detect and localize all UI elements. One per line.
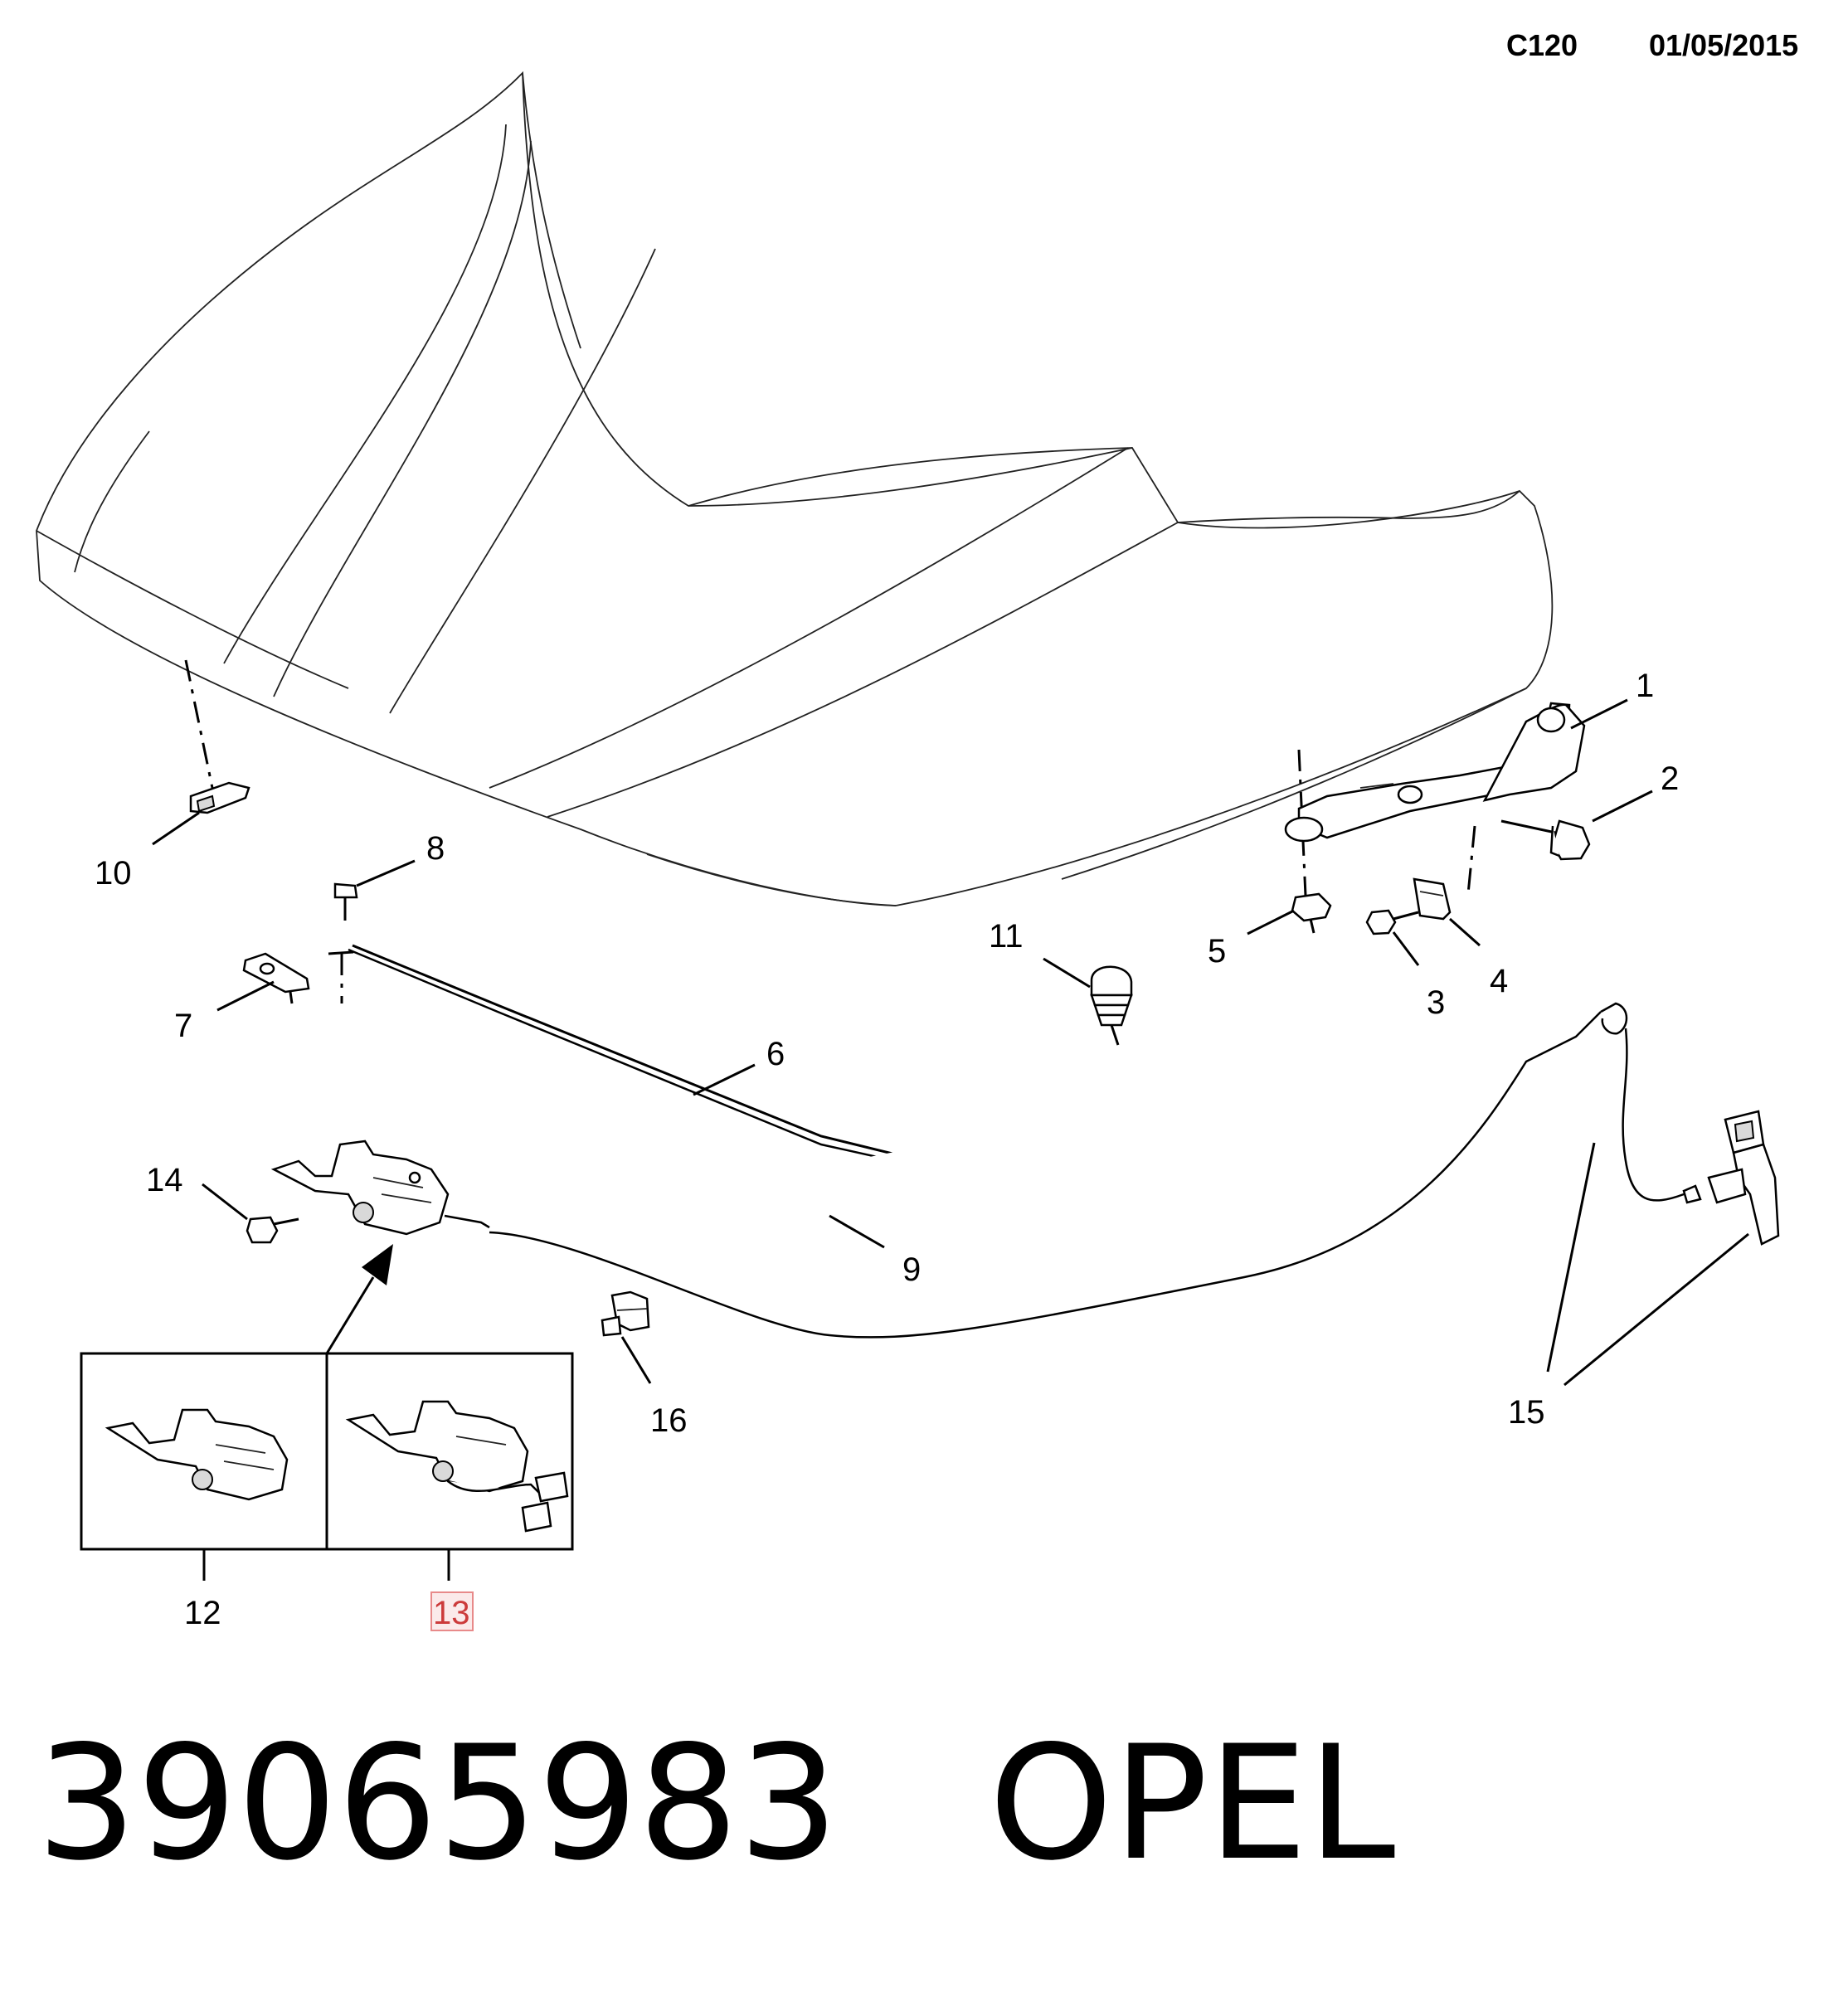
latch-variants-box bbox=[80, 1352, 574, 1551]
callout-4: 4 bbox=[1490, 963, 1508, 999]
hood-support-rod bbox=[328, 944, 921, 1187]
callout-9: 9 bbox=[902, 1251, 921, 1288]
mount-line-10 bbox=[184, 659, 214, 789]
callout-15: 15 bbox=[1508, 1394, 1545, 1431]
clip-nut bbox=[1413, 877, 1452, 921]
leader-14 bbox=[202, 1183, 248, 1221]
callout-16: 16 bbox=[650, 1402, 688, 1439]
callout-2: 2 bbox=[1661, 760, 1679, 797]
leader-15b bbox=[1564, 1232, 1749, 1387]
callout-3: 3 bbox=[1427, 984, 1445, 1021]
part-number: 39065983 bbox=[36, 1712, 839, 1895]
leader-9 bbox=[829, 1214, 885, 1249]
callout-10: 10 bbox=[95, 855, 132, 892]
leader-3 bbox=[1392, 931, 1420, 966]
hinge-part bbox=[1284, 702, 1586, 843]
leader-4 bbox=[1449, 917, 1481, 947]
callout-6: 6 bbox=[766, 1036, 785, 1072]
rubber-bumper-11 bbox=[1090, 965, 1133, 1046]
callout-14: 14 bbox=[146, 1162, 183, 1198]
hood-latch-assembly bbox=[270, 1139, 490, 1236]
callout-11: 11 bbox=[989, 918, 1024, 955]
leader-7 bbox=[216, 980, 275, 1012]
highlight-box-13 bbox=[430, 1591, 474, 1631]
leader-10 bbox=[152, 811, 200, 846]
cable-clip-16 bbox=[601, 1290, 650, 1337]
leader-15a bbox=[1546, 1142, 1596, 1373]
hinge-nut bbox=[1291, 892, 1332, 934]
leader-5 bbox=[1247, 909, 1295, 935]
callout-12: 12 bbox=[184, 1595, 221, 1631]
mount-line-4 bbox=[1466, 825, 1476, 895]
screw bbox=[333, 882, 358, 921]
pointer-arrow bbox=[325, 1244, 393, 1354]
header-code: C120 bbox=[1506, 28, 1578, 62]
release-cable bbox=[489, 1002, 1702, 1339]
footer-spacer bbox=[839, 1712, 989, 1895]
part-number-footer: 39065983 OPEL bbox=[36, 1725, 1395, 1883]
callout-1: 1 bbox=[1636, 668, 1654, 704]
hood-bumper-10 bbox=[189, 781, 250, 814]
leader-6 bbox=[693, 1063, 756, 1096]
callout-5: 5 bbox=[1208, 933, 1226, 969]
leader-16 bbox=[620, 1336, 652, 1384]
leader-8 bbox=[356, 859, 416, 887]
callout-13: 13 bbox=[433, 1595, 470, 1631]
rod-bracket bbox=[242, 952, 310, 1004]
leader-2 bbox=[1592, 790, 1653, 823]
small-bolt bbox=[1365, 909, 1419, 935]
release-handle bbox=[1707, 1110, 1780, 1246]
hood-panel bbox=[36, 70, 1554, 906]
latch-screw bbox=[246, 1216, 299, 1244]
callout-7: 7 bbox=[174, 1008, 192, 1044]
leader-11 bbox=[1043, 957, 1091, 989]
leader-1 bbox=[1570, 698, 1628, 730]
header-date: 01/05/2015 bbox=[1649, 28, 1799, 62]
hinge-bolt bbox=[1500, 819, 1591, 861]
callout-8: 8 bbox=[426, 830, 445, 867]
brand-name: OPEL bbox=[989, 1712, 1396, 1895]
